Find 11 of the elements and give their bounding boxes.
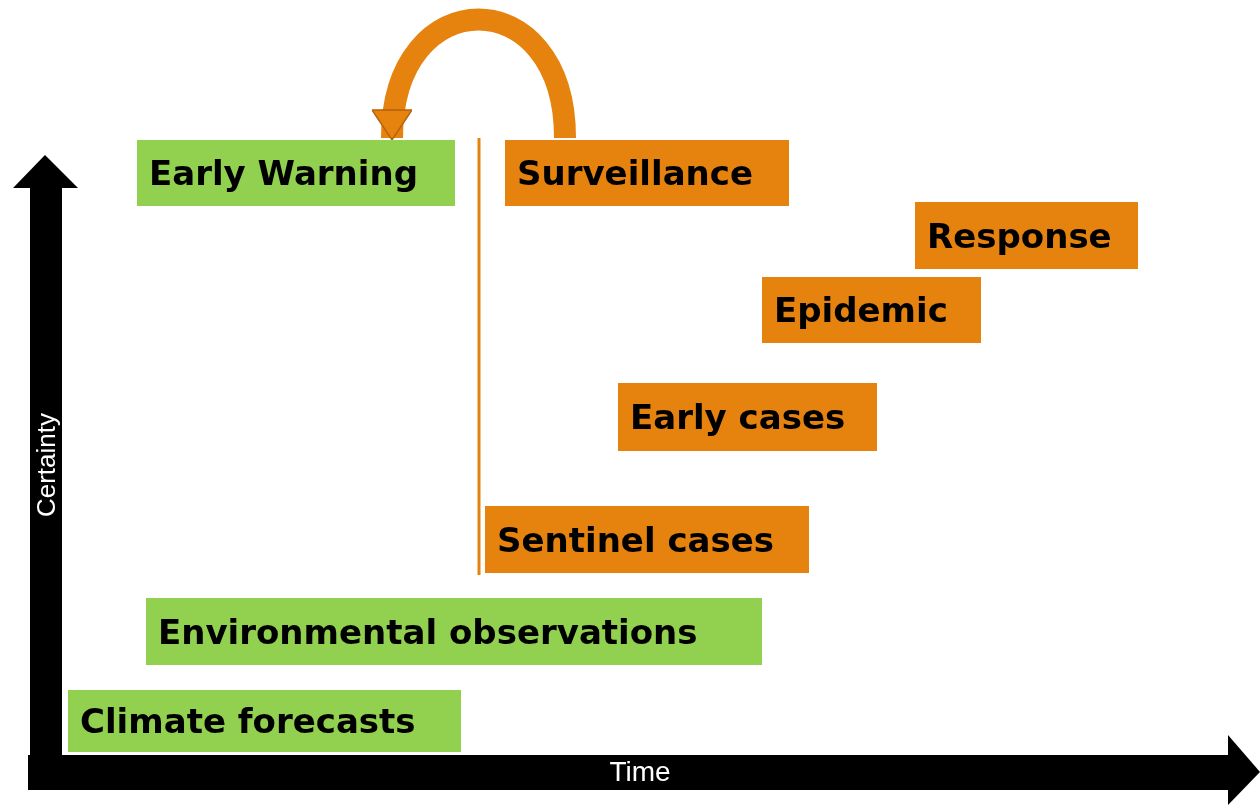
curved-arrow — [373, 8, 576, 141]
stage-box: Early cases — [618, 383, 877, 451]
axis-label: Time — [609, 758, 671, 786]
stage-box: Environmental observations — [146, 598, 762, 665]
stage-box: Climate forecasts — [68, 690, 461, 752]
axis-label: Certainty — [33, 413, 59, 517]
stage-box: Surveillance — [505, 140, 789, 206]
stage-box: Sentinel cases — [485, 506, 809, 573]
stage-box: Epidemic — [762, 277, 981, 343]
stage-box: Early Warning — [137, 140, 455, 206]
stage-box: Response — [915, 202, 1138, 269]
